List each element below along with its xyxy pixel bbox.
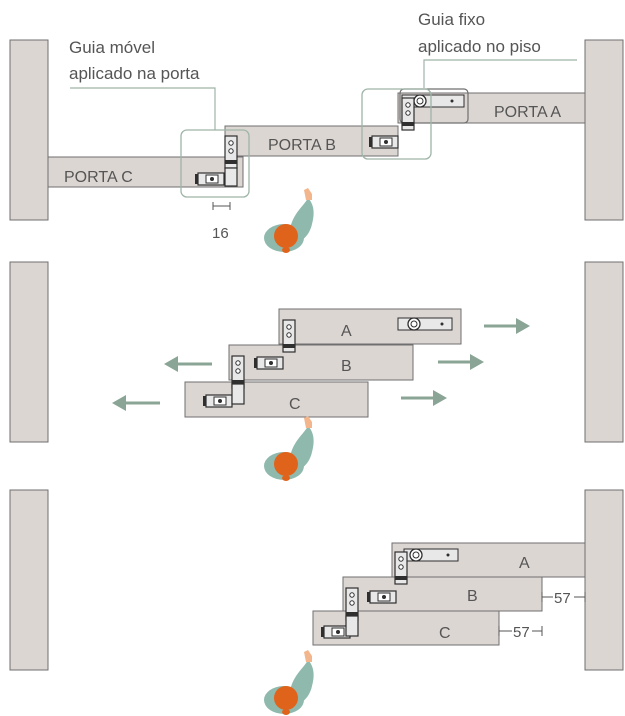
right-wall — [584, 39, 624, 221]
door-a-label: A — [341, 323, 352, 340]
left-wall — [9, 261, 49, 443]
door-b-label: B — [467, 588, 478, 605]
arrow-right-a — [484, 318, 530, 334]
arrow-left-c — [112, 395, 160, 411]
person-figure — [264, 188, 314, 253]
door-c-label: C — [439, 625, 451, 642]
offset-dimension-1-label: 57 — [554, 590, 571, 607]
gap-dimension-label: 16 — [212, 225, 229, 242]
offset-dimension-2-label: 57 — [513, 624, 530, 641]
right-wall — [584, 261, 624, 443]
arrow-left-b — [164, 356, 212, 372]
door-a-full-label: PORTA A — [494, 104, 561, 121]
panel-assembly: PORTA A PORTA B PORTA C Guia móvel aplic… — [9, 10, 624, 253]
fixed-guide-label-line-2: aplicado no piso — [418, 37, 541, 56]
person-figure — [264, 650, 314, 715]
fixed-floor-guide — [399, 88, 469, 124]
fixed-guide-label-line-1: Guia fixo — [418, 10, 485, 29]
right-wall — [584, 489, 624, 671]
door-b-label: B — [341, 358, 352, 375]
left-wall — [9, 39, 49, 221]
arrow-right-c — [401, 390, 447, 406]
fixed-guide-callout — [361, 88, 432, 160]
left-wall — [9, 489, 49, 671]
panel-open: A B C 57 57 — [9, 489, 624, 715]
movable-guide-label-line-2: aplicado na porta — [69, 64, 200, 83]
door-c-full-label: PORTA C — [64, 169, 133, 186]
movable-guide-label-line-1: Guia móvel — [69, 38, 155, 57]
person-figure — [264, 416, 314, 481]
panel-sliding: A B C — [9, 261, 624, 481]
door-c-label: C — [289, 396, 301, 413]
door-a-label: A — [519, 555, 530, 572]
door-b-full-label: PORTA B — [268, 137, 336, 154]
arrow-right-b — [438, 354, 484, 370]
